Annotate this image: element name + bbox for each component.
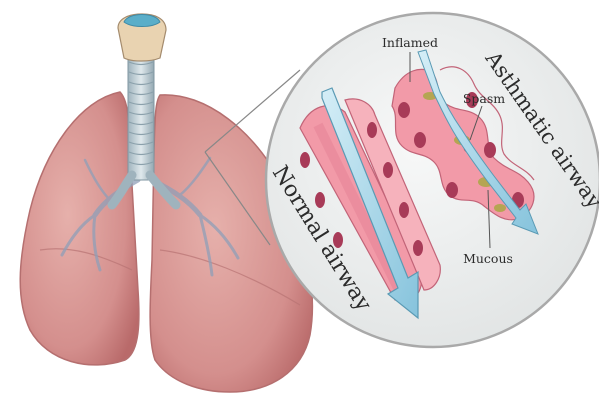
mucous-label: Mucous	[463, 251, 513, 266]
magnifier-circle	[266, 13, 599, 347]
inflamed-label: Inflamed	[382, 35, 438, 50]
spasm-label: Spasm	[463, 91, 505, 106]
